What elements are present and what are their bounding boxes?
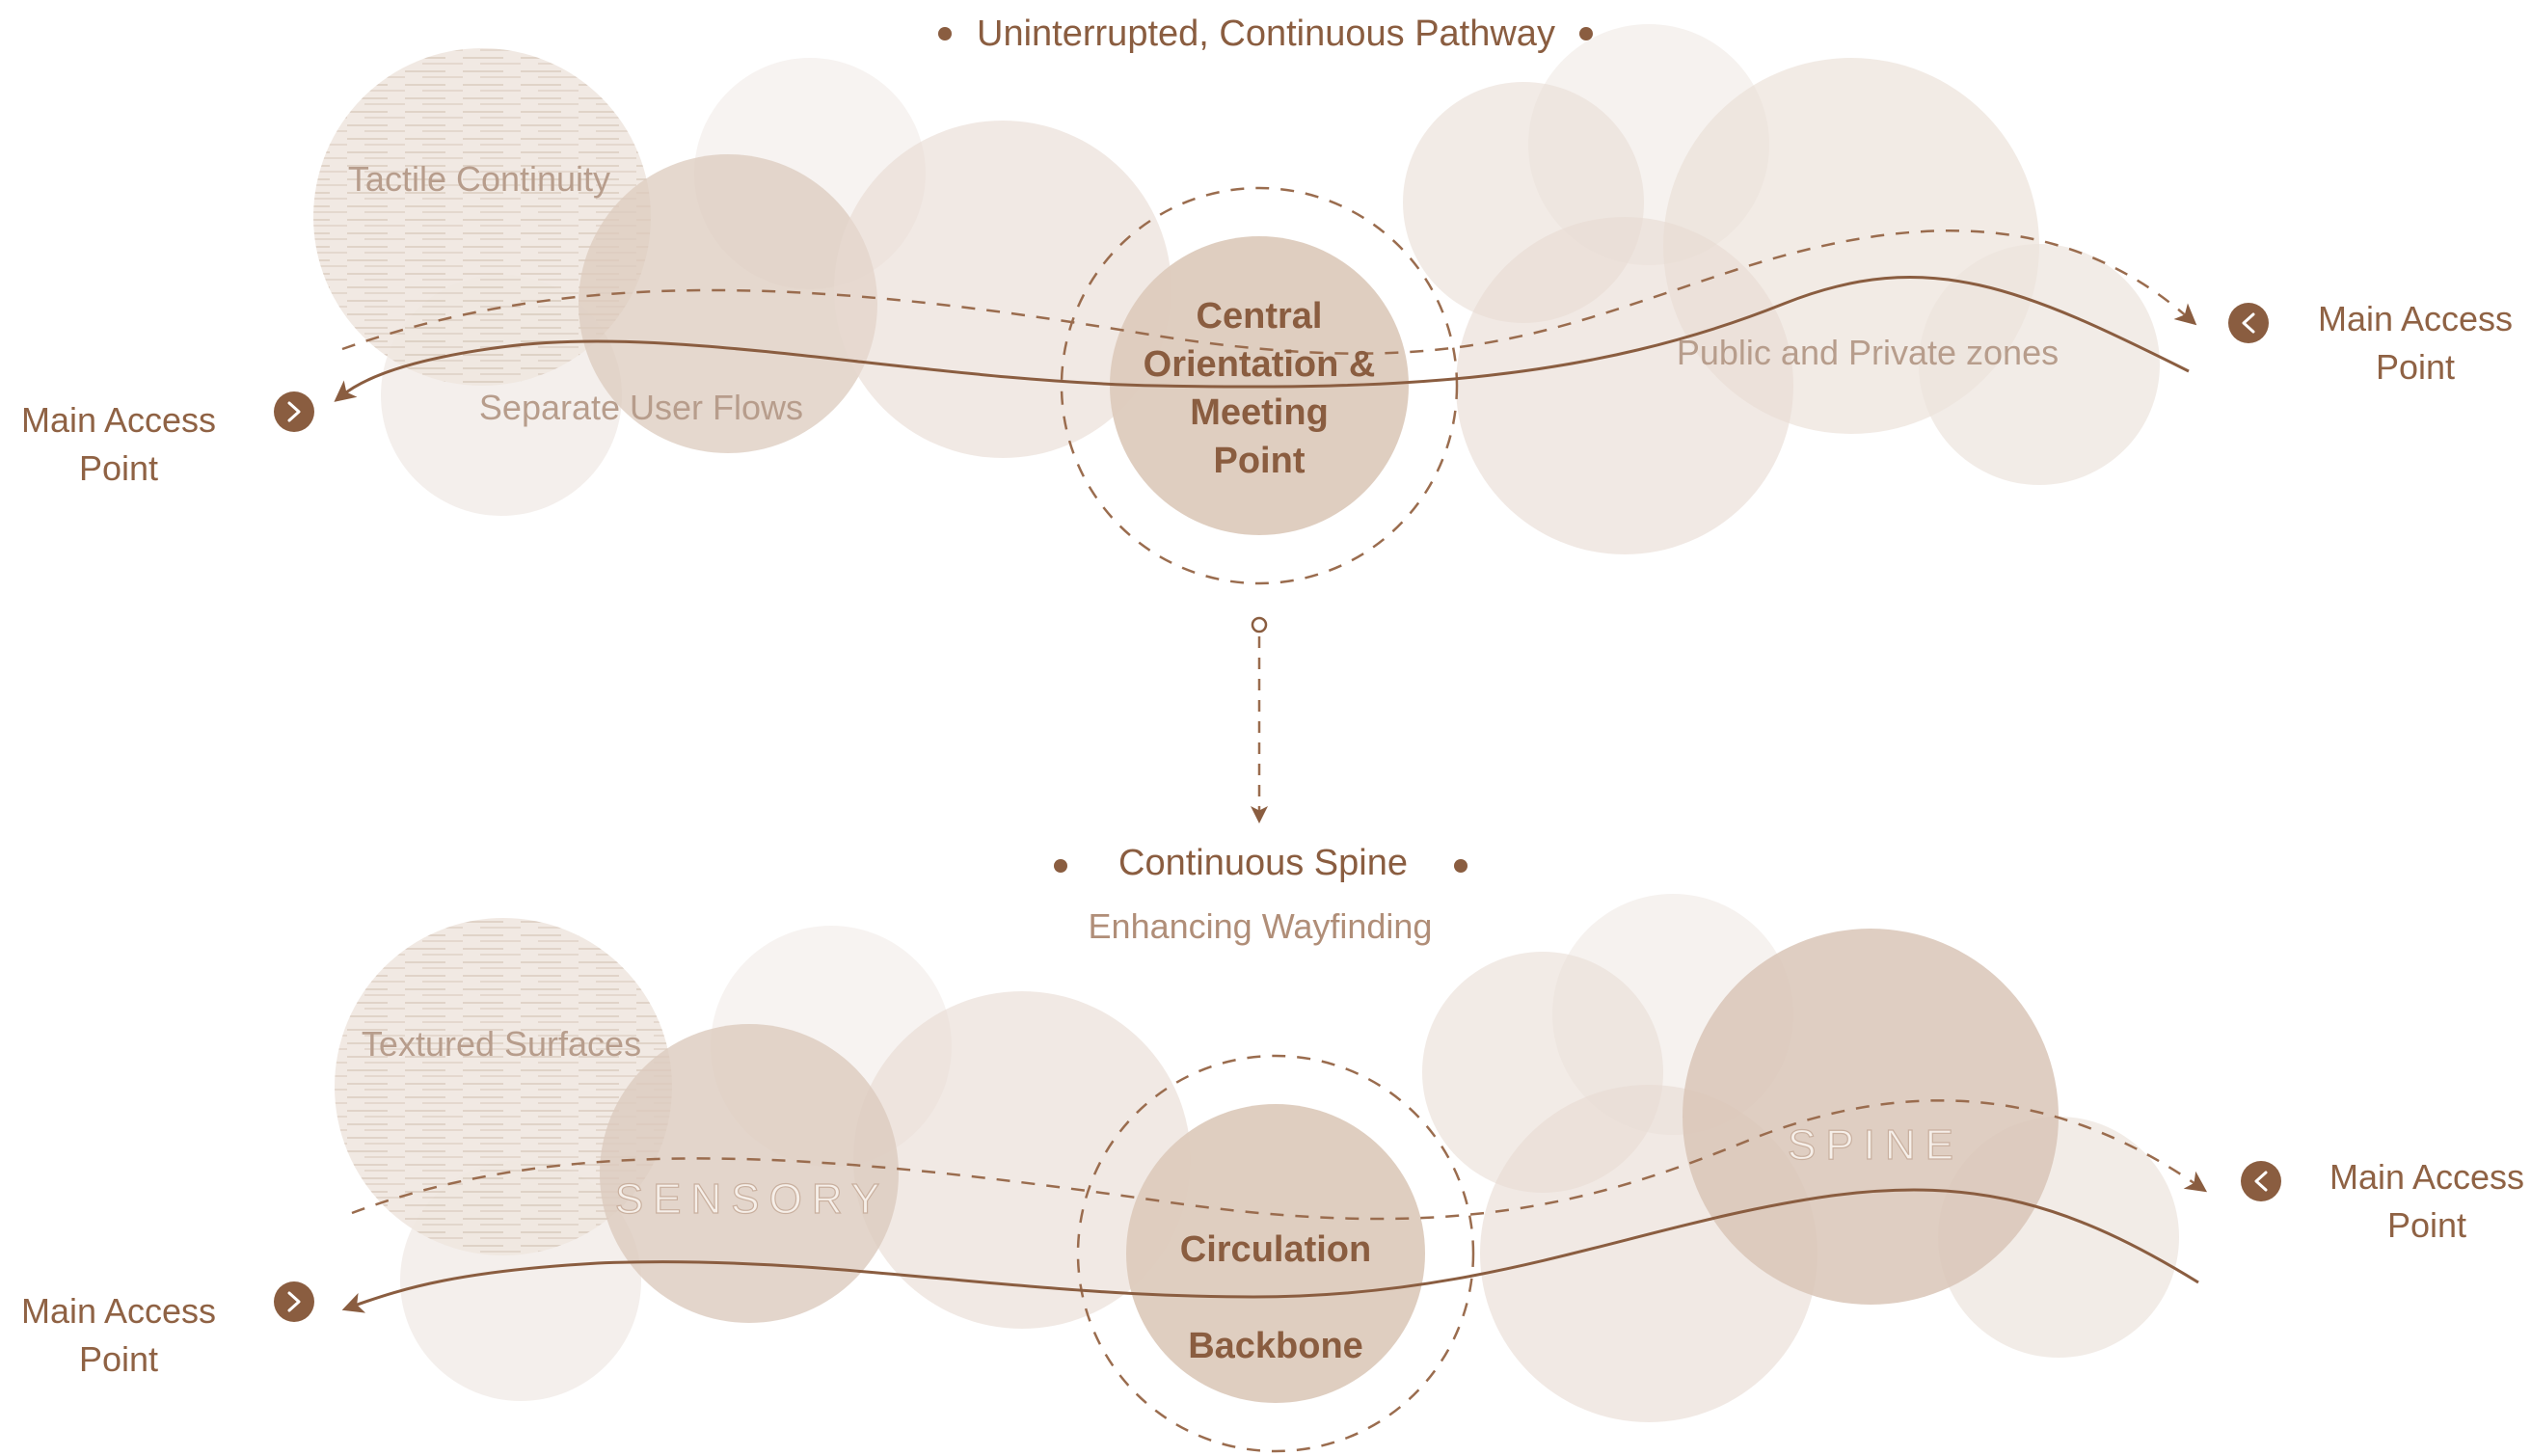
access-label: Main Access — [2318, 299, 2513, 338]
center-line: Central — [1197, 296, 1323, 337]
access-right-bottom: Main Access Point — [2241, 1157, 2524, 1245]
access-left-top: Main Access Point — [21, 391, 314, 488]
orientation-ring — [1060, 186, 1459, 585]
textured-bubble — [335, 918, 672, 1255]
access-left-bottom: Main Access Point — [21, 1281, 314, 1379]
access-label: Point — [2376, 347, 2455, 387]
dashed-pathway — [341, 229, 2197, 355]
access-right-top: Main Access Point — [2228, 299, 2513, 387]
center-line: Point — [1214, 441, 1306, 481]
circulation-label: Circulation — [1180, 1229, 1371, 1270]
center-line: Meeting — [1190, 392, 1329, 433]
bubble — [1919, 244, 2160, 485]
tactile-bubble — [313, 48, 651, 386]
chevron-left-icon — [2228, 303, 2269, 343]
center-label: Central Orientation & Meeting Point — [1144, 296, 1376, 481]
bubble — [579, 154, 877, 453]
bullet-dot — [1454, 859, 1467, 873]
access-label: Point — [79, 1339, 158, 1379]
flows-label: Separate User Flows — [479, 388, 803, 427]
bubble — [1456, 217, 1793, 554]
spine-bubble — [1683, 929, 2059, 1305]
spine-label: SPINE — [1788, 1121, 1963, 1169]
top-title-text: Uninterrupted, Continuous Pathway — [977, 13, 1555, 54]
bubble — [853, 991, 1191, 1329]
top-diagram: Uninterrupted, Continuous Pathway Tactil… — [21, 13, 2513, 585]
tactile-label: Tactile Continuity — [348, 159, 610, 199]
bullet-dot — [1054, 859, 1067, 873]
top-title: Uninterrupted, Continuous Pathway — [938, 13, 1593, 54]
access-label: Main Access — [2329, 1157, 2524, 1197]
connector-dot — [1251, 616, 1268, 634]
bottom-title-text: Continuous Spine — [1118, 843, 1408, 883]
sensory-label: SENSORY — [615, 1175, 889, 1223]
textured-label: Textured Surfaces — [362, 1024, 641, 1064]
vertical-connector — [1251, 616, 1268, 823]
top-bubbles — [313, 24, 2160, 554]
access-label: Main Access — [21, 400, 216, 440]
access-label: Main Access — [21, 1291, 216, 1331]
bottom-bubbles — [335, 894, 2179, 1422]
chevron-right-icon — [274, 1281, 314, 1322]
center-line: Orientation & — [1144, 344, 1376, 385]
solid-spine — [341, 1188, 2199, 1313]
circulation-ring — [1076, 1054, 1475, 1453]
bullet-dot — [1579, 27, 1593, 40]
solid-pathway — [334, 276, 2190, 402]
bottom-diagram: Continuous Spine Enhancing Wayfinding Te… — [21, 843, 2524, 1453]
center-bubble — [1126, 1104, 1425, 1403]
access-label: Point — [79, 448, 158, 488]
bubble — [834, 121, 1171, 458]
bullet-dot — [938, 27, 952, 40]
access-label: Point — [2387, 1205, 2466, 1245]
zones-label: Public and Private zones — [1677, 333, 2059, 372]
bottom-subtitle: Enhancing Wayfinding — [1089, 906, 1433, 946]
bottom-title: Continuous Spine Enhancing Wayfinding — [1054, 843, 1467, 946]
bubble — [600, 1024, 899, 1323]
chevron-left-icon — [2241, 1161, 2281, 1201]
chevron-right-icon — [274, 391, 314, 432]
dashed-spine — [351, 1099, 2208, 1221]
backbone-label: Backbone — [1188, 1326, 1363, 1366]
